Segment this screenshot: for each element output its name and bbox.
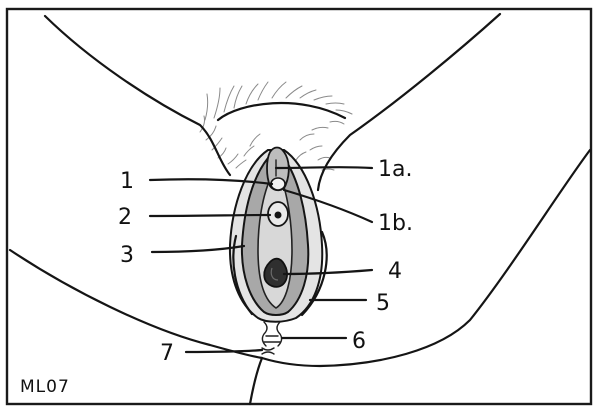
label-7: 7 <box>160 341 174 366</box>
label-1b: 1b. <box>378 211 413 236</box>
leader-2 <box>150 215 270 216</box>
label-1: 1 <box>120 169 134 194</box>
label-5: 5 <box>376 291 390 316</box>
perineum <box>262 322 281 346</box>
label-4: 4 <box>388 259 402 284</box>
leader-1a <box>276 167 372 168</box>
signature-text: ML07 <box>20 377 70 397</box>
leader-7 <box>186 350 262 352</box>
label-1a: 1a. <box>378 157 412 182</box>
urethral-opening <box>268 202 288 226</box>
label-6: 6 <box>352 329 366 354</box>
anus <box>262 348 274 354</box>
label-2: 2 <box>118 205 132 230</box>
label-3: 3 <box>120 243 134 268</box>
